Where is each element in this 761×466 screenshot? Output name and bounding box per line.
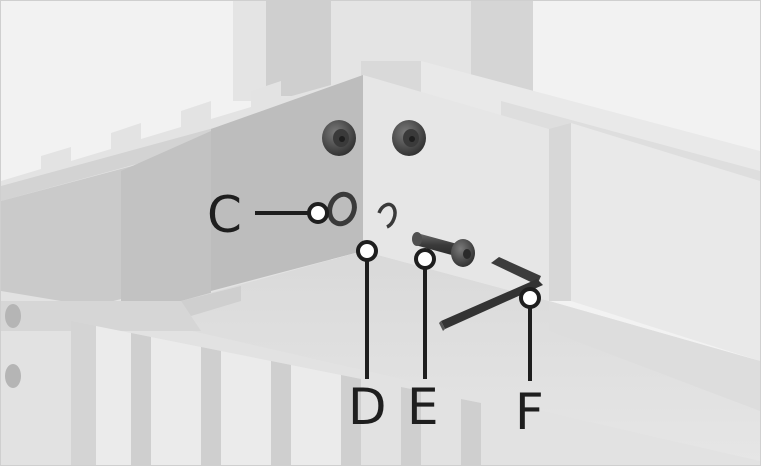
- part-f-hex-key: [439, 257, 543, 331]
- callout-f: F: [515, 287, 544, 441]
- right-floor-edge: [549, 301, 760, 411]
- callout-label-f: F: [515, 383, 544, 441]
- part-e-bolt: [412, 232, 475, 267]
- callout-d: D: [348, 240, 387, 436]
- knob-right: [392, 120, 426, 156]
- callout-label-d: D: [348, 378, 387, 436]
- callout-label-e: E: [407, 378, 439, 436]
- right-inner-face: [571, 123, 760, 361]
- front-wall: [1, 291, 760, 465]
- part-d-split-ring: [377, 202, 397, 229]
- inner-side-wall: [121, 131, 211, 321]
- part-c-ring: [327, 191, 357, 227]
- callout-c: C: [207, 186, 329, 244]
- floor-step: [181, 286, 241, 316]
- knob-left: [322, 120, 356, 156]
- callout-e: E: [407, 248, 439, 436]
- right-inner-wall: [549, 123, 571, 301]
- callout-label-c: C: [207, 186, 242, 244]
